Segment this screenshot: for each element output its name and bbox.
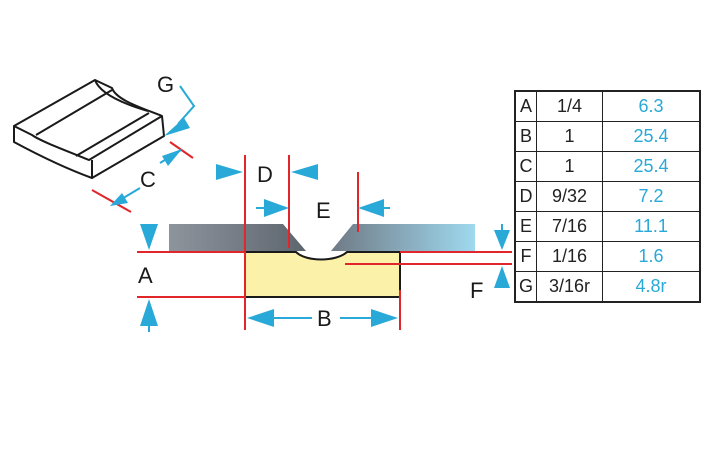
row-mm-value: 7.2 [602,181,701,212]
label-d: D [257,162,273,187]
label-e: E [316,198,331,223]
backing-strip-isometric [13,79,165,179]
c-extension-lower [91,189,132,213]
row-letter: B [514,121,537,152]
label-b: B [317,306,332,331]
row-inch-value: 1 [536,121,603,152]
row-letter: A [514,90,537,122]
strip-front-face [13,126,93,179]
g-radius-callout [164,85,196,136]
f-arrow-top [494,230,510,250]
row-letter: G [514,271,537,303]
row-letter: C [514,151,537,182]
c-extension-upper [169,141,194,159]
label-f: F [470,278,483,303]
g-leader-line [177,85,196,125]
strip-groove-line-front [35,89,113,136]
b-arrow-right [371,309,398,327]
g-arrowhead [164,118,190,136]
row-letter: F [514,241,537,272]
row-inch-value: 3/16r [536,271,603,303]
row-letter: D [514,181,537,212]
row-inch-value: 1 [536,151,603,182]
e-arrow-right [358,199,384,217]
backing-bar [244,251,401,298]
row-inch-value: 9/32 [536,181,603,212]
row-mm-value: 6.3 [602,90,701,122]
c-dimension [91,141,194,213]
a-arrow-top [140,224,158,250]
row-inch-value: 7/16 [536,211,603,242]
e-arrow-left [264,199,289,217]
c-arrowhead-lower [110,193,128,206]
a-arrow-bottom [140,299,158,326]
row-mm-value: 25.4 [602,121,701,152]
b-arrow-left [247,309,274,327]
label-c: C [140,167,156,192]
reference-lines [137,155,512,330]
row-mm-value: 1.6 [602,241,701,272]
row-letter: E [514,211,537,242]
row-mm-value: 11.1 [602,211,701,242]
label-g: G [157,72,174,97]
strip-groove-line-mid [75,112,150,157]
d-arrow-left [216,164,243,180]
f-arrow-bottom [494,266,510,288]
row-mm-value: 25.4 [602,151,701,182]
row-inch-value: 1/4 [536,90,603,122]
left-plate [169,224,306,251]
row-inch-value: 1/16 [536,241,603,272]
strip-groove-line-back [94,79,149,112]
row-mm-value: 4.8r [602,271,701,303]
c-arrowhead-upper [162,149,182,166]
d-arrow-right [291,164,318,180]
label-a: A [138,263,153,288]
right-plate [331,224,475,251]
